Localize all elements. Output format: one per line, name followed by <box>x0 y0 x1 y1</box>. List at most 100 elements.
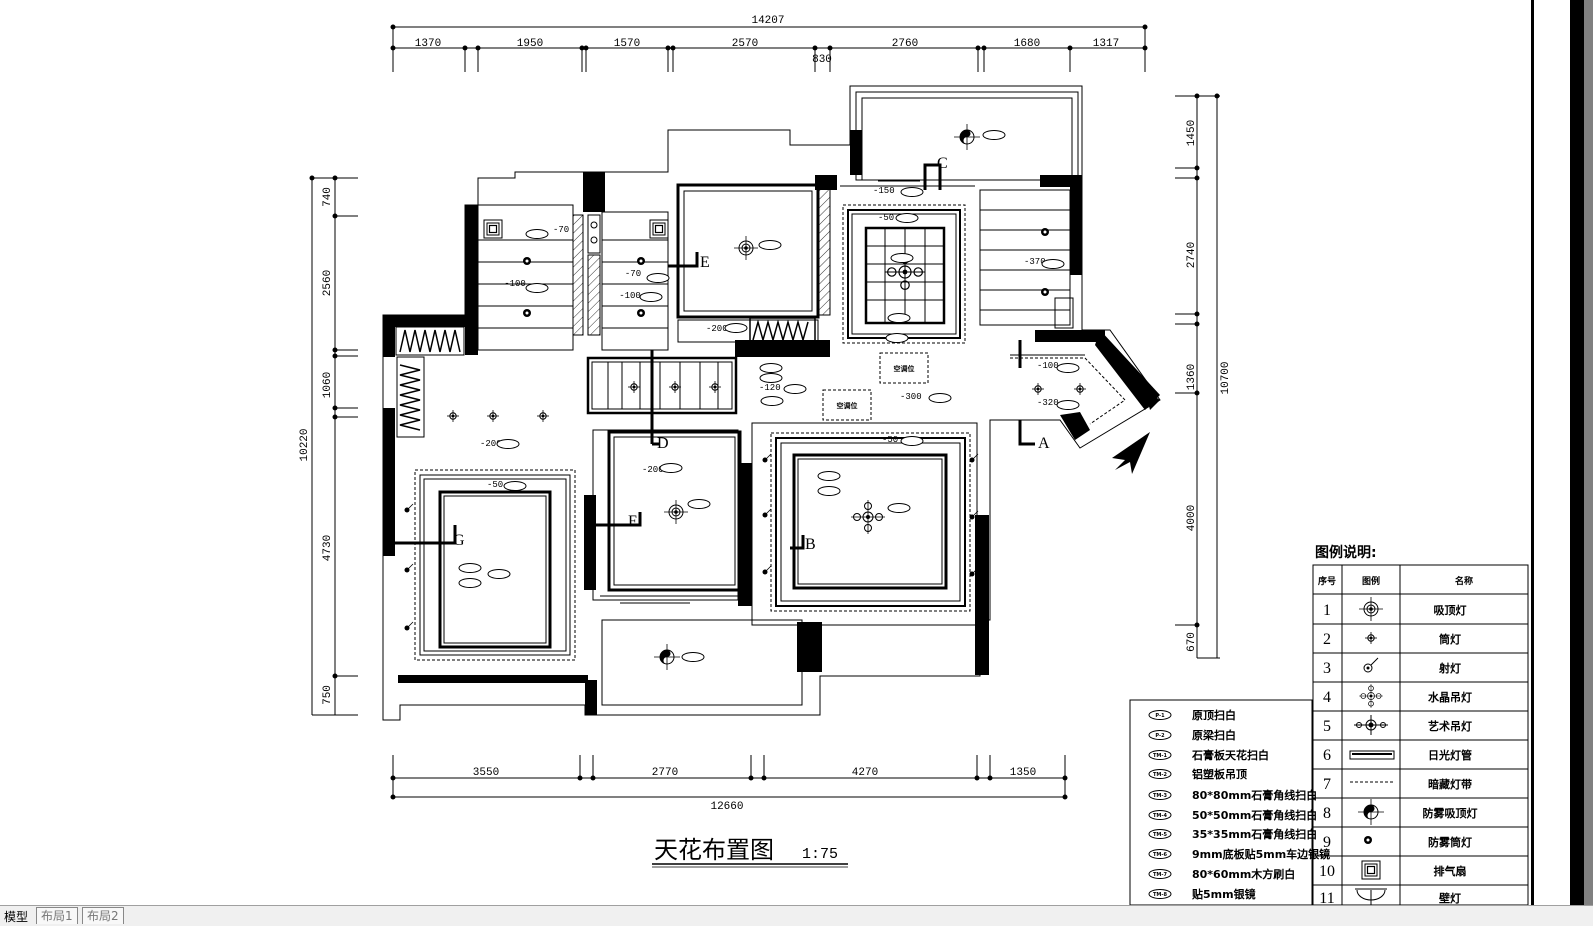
moisture-proof-downlight-icon <box>1041 228 1049 236</box>
room-living-left <box>395 326 576 661</box>
top-dimension-chain <box>390 24 1148 72</box>
material-code: P-1 <box>1155 713 1165 719</box>
dim-right-seg: 1450 <box>1186 120 1198 146</box>
fluorescent-tube-icon <box>1349 750 1395 760</box>
level-annotation: -70 <box>553 225 569 235</box>
frame-line <box>1531 0 1534 905</box>
symbol-legend: 图例说明: 序号 图例 名称 1 吸顶灯 2 <box>1312 544 1529 905</box>
material-row: TM-1 石膏板天花扫白 <box>1148 748 1269 762</box>
room-kitchen <box>601 211 669 351</box>
moisture-proof-ceiling-light-icon <box>953 123 981 151</box>
downlight-icon <box>536 409 550 423</box>
room-entry <box>1010 354 1126 425</box>
dim-top-seg: 1680 <box>1014 38 1040 50</box>
downlight-icon <box>668 380 682 394</box>
ceiling-light-icon <box>733 235 759 261</box>
layout-tab-1[interactable]: 布局1 <box>36 907 78 924</box>
left-dimension-chain <box>309 175 358 716</box>
level-annotation: -50 <box>487 480 503 490</box>
legend-no: 4 <box>1323 689 1331 706</box>
dim-top-seg: 1317 <box>1093 38 1119 50</box>
material-desc: 35*35mm石膏角线扫白 <box>1192 827 1317 841</box>
material-code: TM-7 <box>1153 872 1167 878</box>
material-code: TM-8 <box>1153 892 1167 898</box>
material-desc: 80*80mm石膏角线扫白 <box>1192 788 1317 802</box>
ceiling-plan-drawing: 14207 1370 1950 1570 2570 2760 1680 1317… <box>299 15 1529 905</box>
room-bathroom-left <box>477 204 601 351</box>
dim-top-offset: 830 <box>812 54 832 66</box>
section-marker-b: B <box>805 536 816 553</box>
dim-right-seg: 4000 <box>1186 505 1198 531</box>
legend-name: 筒灯 <box>1439 632 1461 646</box>
legend-row: 10 排气扇 <box>1319 860 1467 880</box>
dim-left-seg: 750 <box>322 685 334 705</box>
section-marker-e: E <box>700 254 710 271</box>
wall-lamp-icon <box>1355 888 1387 905</box>
ceiling-light-icon <box>1358 596 1384 622</box>
material-code: TM-2 <box>1153 772 1167 778</box>
material-desc: 原梁扫白 <box>1192 728 1236 742</box>
dim-bottom-overall: 12660 <box>710 801 743 813</box>
material-desc: 铝塑板吊顶 <box>1192 767 1247 781</box>
dim-bottom-seg: 3550 <box>473 767 499 779</box>
level-annotation: -370 <box>1024 257 1046 267</box>
legend-no: 2 <box>1323 631 1331 648</box>
section-marker-a: A <box>1038 435 1050 452</box>
downlight-icon <box>1031 382 1045 396</box>
material-code: TM-6 <box>1153 852 1167 858</box>
legend-no: 6 <box>1323 747 1331 764</box>
dim-left-seg: 1060 <box>322 372 334 398</box>
level-annotation: -300 <box>900 392 922 402</box>
legend-name: 水晶吊灯 <box>1428 690 1472 704</box>
material-desc: 石膏板天花扫白 <box>1191 748 1269 762</box>
drawing-frame-border <box>1528 0 1593 905</box>
downlight-icon <box>486 409 500 423</box>
legend-header-name: 名称 <box>1455 575 1473 587</box>
level-tags-kitchen: -70 -100 -70 -100 <box>504 225 670 302</box>
section-marker-f: F <box>628 513 637 530</box>
art-chandelier-icon <box>1354 715 1388 735</box>
material-row: TM-6 9mm底板贴5mm车边银镜 <box>1148 847 1330 861</box>
exhaust-fan-icon <box>1361 860 1381 880</box>
dim-bottom-seg: 1350 <box>1010 767 1036 779</box>
legend-row: 5 艺术吊灯 <box>1323 715 1472 735</box>
material-row: TM-2 铝塑板吊顶 <box>1148 767 1247 781</box>
level-annotation: -100 <box>619 291 641 301</box>
room-hallway <box>586 356 738 415</box>
drawing-scale: 1:75 <box>802 846 838 863</box>
vertical-scrollbar[interactable] <box>1584 0 1593 905</box>
legend-name: 壁灯 <box>1439 891 1461 905</box>
material-row: P-1 原顶扫白 <box>1148 708 1236 722</box>
ac-unit-label: 空调位 <box>894 364 915 373</box>
level-annotation: -50 <box>882 435 898 445</box>
legend-row: 7 暗藏灯带 <box>1323 776 1472 793</box>
downlight-icon <box>1073 382 1087 396</box>
legend-name: 艺术吊灯 <box>1428 719 1472 733</box>
entrance-arrow-icon <box>1112 432 1150 474</box>
model-tab[interactable]: 模型 <box>4 910 29 924</box>
legend-row: 6 日光灯管 <box>1323 747 1472 764</box>
legend-header-symbol: 图例 <box>1362 575 1380 587</box>
materials-legend: P-1 原顶扫白 P-2 原梁扫白 TM-1 石膏板天花扫白 TM-2 铝塑板吊… <box>1129 699 1330 905</box>
exhaust-fan-icon <box>649 219 669 239</box>
spotlight-icon <box>404 503 414 513</box>
level-annotation: -150 <box>873 186 895 196</box>
room-bathroom-right <box>979 189 1074 329</box>
material-row: TM-3 80*80mm石膏角线扫白 <box>1148 788 1317 802</box>
legend-name: 日光灯管 <box>1428 748 1472 762</box>
downlight-icon <box>446 409 460 423</box>
legend-row: 8 防雾吸顶灯 <box>1323 798 1478 826</box>
ac-unit-label: 空调位 <box>837 401 858 410</box>
crystal-chandelier-icon <box>1358 683 1384 709</box>
legend-no: 1 <box>1323 602 1331 619</box>
legend-no: 10 <box>1319 863 1335 880</box>
layout-tab-2[interactable]: 布局2 <box>82 907 124 924</box>
moisture-proof-downlight-icon <box>523 309 531 317</box>
dim-bottom-seg: 2770 <box>652 767 678 779</box>
level-annotation: -70 <box>625 269 641 279</box>
spotlight-icon <box>1363 657 1379 673</box>
legend-name: 防雾吸顶灯 <box>1423 806 1478 820</box>
moisture-proof-downlight-icon <box>1041 288 1049 296</box>
dim-right-seg: 670 <box>1186 632 1198 652</box>
material-code: TM-1 <box>1153 753 1167 759</box>
